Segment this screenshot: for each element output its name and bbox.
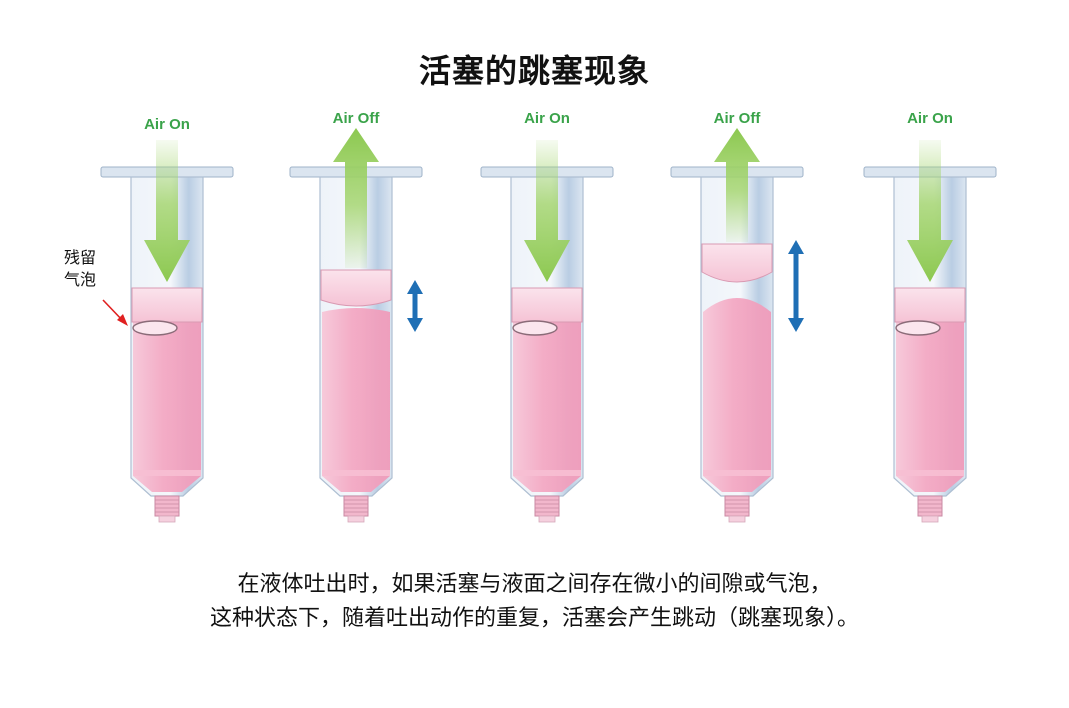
air-arrow-up bbox=[714, 128, 760, 242]
nozzle-tip bbox=[158, 515, 176, 523]
air-state-label: Air On bbox=[907, 110, 953, 127]
piston bbox=[701, 243, 773, 283]
syringe-5: Air On bbox=[863, 110, 997, 523]
nozzle-tip bbox=[728, 515, 746, 523]
nozzle bbox=[917, 495, 943, 517]
syringes-group: Air On Air Off Air On Air Off Air On bbox=[100, 110, 997, 523]
caption-line-2: 这种状态下，随着吐出动作的重复，活塞会产生跳动（跳塞现象）。 bbox=[209, 606, 859, 631]
nozzle bbox=[154, 495, 180, 517]
jump-double-arrow bbox=[407, 280, 423, 332]
liquid bbox=[896, 322, 964, 492]
bubble-label-line-1: 残留 bbox=[64, 248, 97, 267]
syringe-2: Air Off bbox=[289, 110, 423, 523]
air-state-label: Air On bbox=[144, 116, 190, 133]
jump-double-arrow bbox=[788, 240, 804, 332]
jump-arrow-head-down bbox=[407, 318, 423, 332]
liquid bbox=[133, 322, 201, 492]
nozzle bbox=[534, 495, 560, 517]
bubble-pointer-arrow bbox=[102, 299, 128, 326]
pointer-head bbox=[117, 314, 128, 326]
liquid-bottom-band bbox=[133, 470, 201, 476]
piston bbox=[320, 269, 392, 307]
air-bubble bbox=[512, 320, 558, 336]
air-arrow-down bbox=[144, 140, 190, 282]
nozzle-tip bbox=[538, 515, 556, 523]
syringe-4: Air Off bbox=[670, 110, 804, 523]
nozzle-tip bbox=[347, 515, 365, 523]
air-bubble bbox=[895, 320, 941, 336]
bubble-label-line-2: 气泡 bbox=[64, 270, 97, 289]
jump-arrow-head-up bbox=[407, 280, 423, 294]
piston bbox=[894, 287, 966, 323]
piston bbox=[511, 287, 583, 323]
air-state-label: Air Off bbox=[714, 110, 762, 127]
nozzle-tip bbox=[921, 515, 939, 523]
jump-arrow-head-up bbox=[788, 240, 804, 254]
air-bubble bbox=[132, 320, 178, 336]
liquid bbox=[703, 298, 771, 492]
air-arrow-up bbox=[333, 128, 379, 268]
nozzle bbox=[724, 495, 750, 517]
piston bbox=[131, 287, 203, 323]
residual-bubble-label: 残留 气泡 bbox=[64, 247, 96, 291]
air-arrow-down bbox=[524, 140, 570, 282]
liquid bbox=[513, 322, 581, 492]
air-arrow-down bbox=[907, 140, 953, 282]
liquid bbox=[322, 308, 390, 492]
page-title: 活塞的跳塞现象 bbox=[418, 52, 650, 90]
syringe-3: Air On bbox=[480, 110, 614, 523]
liquid-bottom-band bbox=[896, 470, 964, 476]
syringe-1: Air On bbox=[100, 116, 234, 523]
liquid-bottom-band bbox=[322, 470, 390, 476]
nozzle bbox=[343, 495, 369, 517]
liquid-bottom-band bbox=[513, 470, 581, 476]
liquid-bottom-band bbox=[703, 470, 771, 476]
air-state-label: Air On bbox=[524, 110, 570, 127]
caption-line-1: 在液体吐出时，如果活塞与液面之间存在微小的间隙或气泡， bbox=[237, 572, 832, 597]
jump-arrow-head-down bbox=[788, 318, 804, 332]
air-state-label: Air Off bbox=[333, 110, 381, 127]
